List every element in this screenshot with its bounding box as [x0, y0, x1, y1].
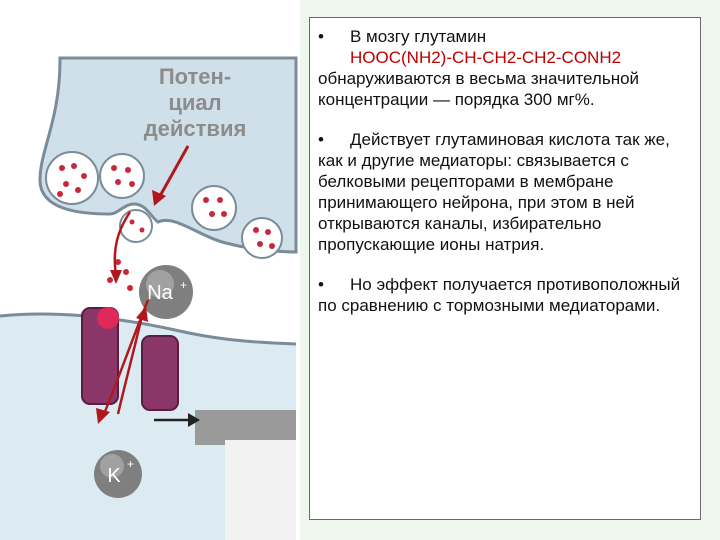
bullet-lead: Действует глутаминовая кислота	[350, 130, 611, 149]
receptor-channel	[81, 307, 179, 411]
action-potential-arrow-icon	[152, 145, 190, 206]
bullet-marker: •	[318, 275, 324, 294]
vesicle-dots	[57, 163, 275, 291]
na-ion-charge: +	[180, 278, 187, 292]
k-ion-label: K	[107, 465, 121, 487]
label-potential-line1: Потен-	[159, 64, 231, 89]
bullet-lead: В мозгу глутамин	[350, 27, 487, 46]
glutamine-formula: HOOC(NH2)-CH-CH2-CH2-CONH2	[350, 48, 622, 67]
bullet-text: так же, как и другие медиаторы: связывае…	[318, 130, 670, 254]
text-panel: • В мозгу глутамин HOOC(NH2)-CH-CH2-CH2-C…	[309, 17, 701, 520]
grey-block-lower	[225, 440, 296, 540]
synapse-diagram: Потен- циал действия Na +	[0, 0, 300, 540]
postsynaptic-region	[0, 313, 296, 540]
bullet-text: противоположный по сравнению с тормозным…	[318, 275, 681, 315]
k-ion-charge: +	[127, 457, 134, 471]
bullet-text: обнаруживаются в весьма значительной кон…	[318, 69, 640, 109]
grey-block	[195, 410, 296, 445]
synapse-illustration: Потен- циал действия Na +	[0, 0, 300, 540]
k-ion: K +	[94, 450, 142, 498]
bullet-effect: • Но эффект получается противоположный по…	[318, 274, 694, 316]
right-arrow-icon	[154, 413, 200, 427]
na-ion: Na +	[139, 265, 193, 319]
postsynaptic-membrane	[0, 312, 297, 346]
bullet-marker: •	[318, 27, 324, 46]
k-flow-arrow-icon	[116, 306, 148, 415]
na-ion-label: Na	[147, 282, 173, 304]
bullet-glutamic-acid: • Действует глутаминовая кислота так же, …	[318, 129, 694, 255]
label-potential-line2: циал	[168, 90, 221, 115]
label-potential-line3: действия	[144, 116, 247, 141]
release-arrow-icon	[110, 211, 132, 284]
bullet-lead: Но эффект получается	[350, 275, 532, 294]
bullet-marker: •	[318, 130, 324, 149]
bullet-glutamine: • В мозгу глутамин HOOC(NH2)-CH-CH2-CH2-C…	[318, 26, 694, 110]
